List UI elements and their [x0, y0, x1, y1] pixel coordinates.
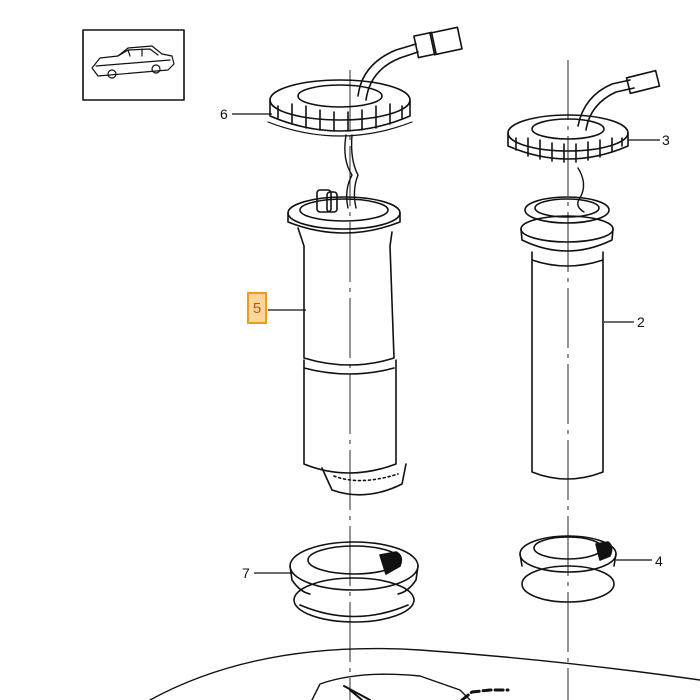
housing-right [520, 196, 614, 480]
callout-4: 4 [655, 553, 663, 569]
callout-7: 7 [242, 565, 250, 581]
centerlines [349, 60, 569, 700]
car-icon [91, 45, 175, 79]
callout-6: 6 [220, 106, 228, 122]
callout-3: 3 [662, 132, 670, 148]
tank-outline [149, 647, 700, 700]
cable-left [344, 26, 463, 209]
callout-5: 5 [252, 299, 262, 317]
leader-lines [232, 113, 660, 574]
callout-2: 2 [637, 314, 645, 330]
vehicle-thumbnail [82, 29, 185, 101]
cap-right [507, 114, 629, 163]
cap-left [267, 79, 413, 137]
seal-ring-left [289, 541, 419, 623]
seal-ring-right [519, 535, 617, 603]
cable-right [577, 69, 661, 213]
callout-5-highlight[interactable]: 5 [247, 292, 267, 324]
pump-body-left [287, 189, 407, 496]
